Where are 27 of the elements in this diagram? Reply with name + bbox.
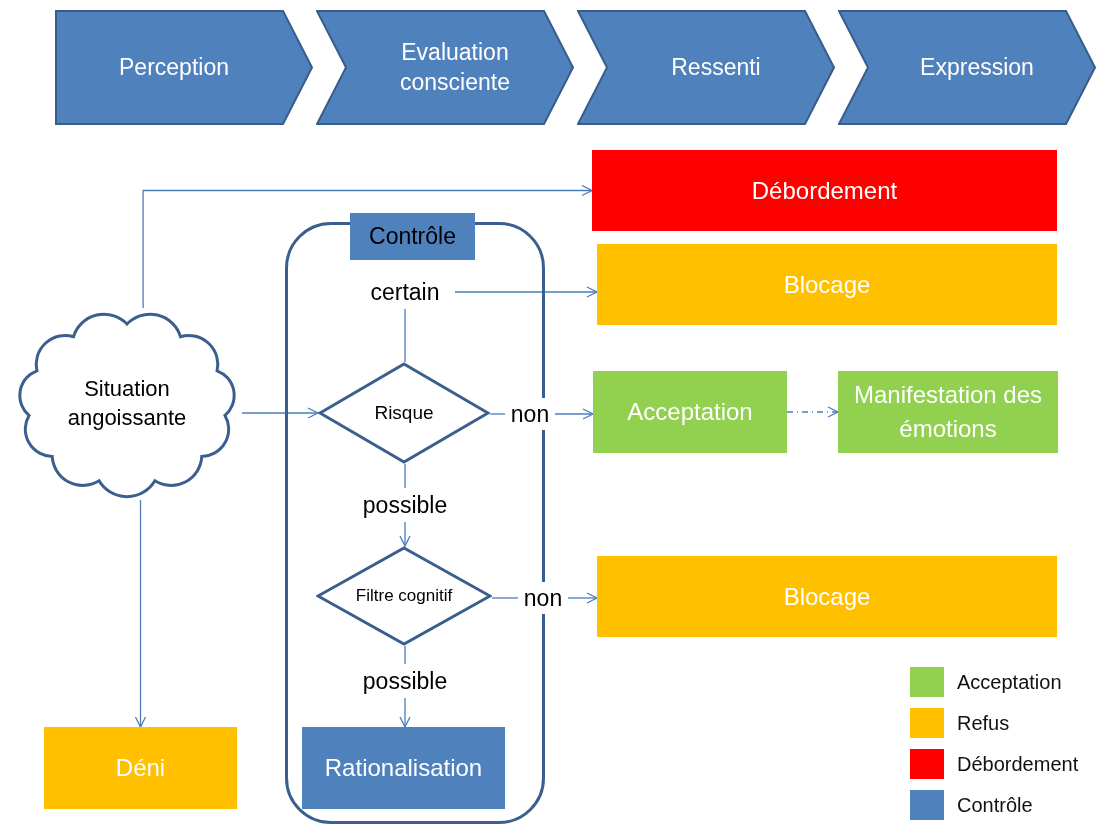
legend-label: Débordement [957,752,1079,776]
connector-arrow [399,521,411,547]
connector-arrow [786,406,839,418]
process-box: Blocage [597,244,1057,325]
chevron-step: Evaluation consciente [316,10,574,125]
process-box: Acceptation [593,371,787,453]
chevron-step: Ressenti [577,10,835,125]
connector-arrow [142,184,593,309]
connector-arrow [134,499,147,728]
process-box: Débordement [592,150,1057,231]
connector-arrow [241,407,319,419]
process-box: Déni [44,727,237,809]
legend-label: Refus [957,711,1010,735]
connector-arrow [567,592,598,604]
process-box: Rationalisation [302,727,505,809]
legend-label: Acceptation [957,670,1062,694]
connector-arrow [399,697,411,728]
legend-label: Contrôle [957,793,1033,817]
chevron-step: Perception [55,10,313,125]
process-box: Blocage [597,556,1057,637]
group-heading: Contrôle [350,213,475,260]
connector-arrow [454,286,598,298]
process-box: Manifestation des émotions [838,371,1058,453]
connector-arrow [554,408,594,420]
chevron-step: Expression [838,10,1096,125]
decision-diamond: Risque [318,362,490,464]
decision-diamond: Filtre cognitif [316,546,492,646]
